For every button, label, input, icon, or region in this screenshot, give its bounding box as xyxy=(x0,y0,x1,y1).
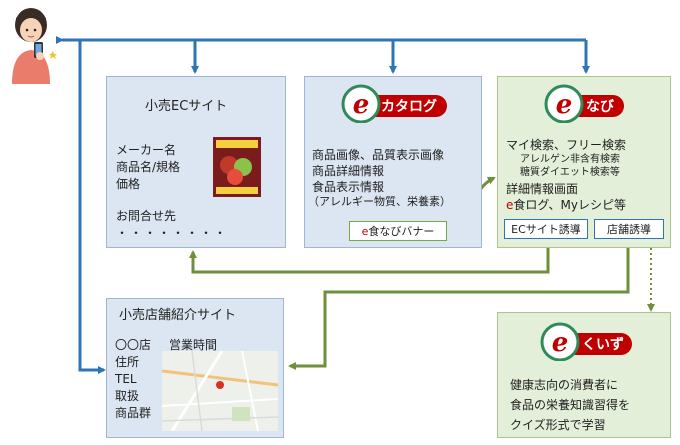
smartphone-user-icon xyxy=(12,8,57,84)
e-quiz-logo: e くいず xyxy=(540,322,632,361)
quiz-logo-text: くいず xyxy=(582,336,624,353)
ec-site-product: 商品名/規格 xyxy=(116,160,181,174)
store-site-title: 小売店舗紹介サイト xyxy=(119,308,237,323)
navi-detail-screen: 詳細情報画面 xyxy=(506,182,579,196)
catalog-logo-text: カタログ xyxy=(381,98,437,115)
store-map-image xyxy=(162,351,278,431)
store-address: 住所 xyxy=(115,355,140,369)
arrow-navi-to-store-site xyxy=(288,240,630,370)
ec-site-dots: ・・・・・・・・ xyxy=(116,226,229,240)
ec-site-maker: メーカー名 xyxy=(116,143,177,157)
catalog-line-allergy: （アレルギー物質、栄養素） xyxy=(308,195,451,208)
ec-site-title: 小売ECサイト xyxy=(145,99,228,114)
navi-diet-search: 糖質ダイエット検索等 xyxy=(520,167,620,178)
ec-site-box: 小売ECサイト メーカー名 商品名/規格 価格 お問合せ先 ・・・・・・・・ xyxy=(106,76,286,248)
navi-search: マイ検索、フリー検索 xyxy=(506,138,627,152)
quiz-line-2: 食品の栄養知識習得を xyxy=(510,398,631,412)
store-site-box: 小売店舗紹介サイト 〇〇店 営業時間 住所 TEL 取扱 商品群 xyxy=(106,298,284,438)
navi-box: e なび マイ検索、フリー検索 アレルゲン非含有検索 糖質ダイエット検索等 詳細… xyxy=(497,76,671,248)
navi-allergen-search: アレルゲン非含有検索 xyxy=(520,154,620,165)
e-catalog-logo: e カタログ xyxy=(341,84,447,123)
catalog-line-images: 商品画像、品質表示画像 xyxy=(312,148,445,162)
banner-label: 食なびバナー xyxy=(368,224,435,238)
store-name: 〇〇店 xyxy=(115,338,152,352)
catalog-box: e カタログ 商品画像、品質表示画像 商品詳細情報 食品表示情報 （アレルギー物… xyxy=(304,76,482,248)
store-handling: 取扱 xyxy=(115,389,140,403)
catalog-line-details: 商品詳細情報 xyxy=(312,164,385,178)
navi-food-log: e食ログ、Myレシピ等 xyxy=(506,199,626,211)
banner-e-prefix: e xyxy=(361,224,369,238)
ec-site-price: 価格 xyxy=(116,177,141,191)
ec-site-contact: お問合せ先 xyxy=(116,209,177,223)
svg-text:e: e xyxy=(552,328,569,358)
svg-text:e: e xyxy=(353,90,370,120)
store-tel: TEL xyxy=(115,372,137,386)
store-hours: 営業時間 xyxy=(169,338,218,352)
navi-logo-text: なび xyxy=(586,99,615,115)
product-package-image xyxy=(213,137,261,197)
arrow-to-store-site xyxy=(78,40,106,374)
quiz-box: e くいず 健康志向の消費者に 食品の栄養知識習得を クイズ形式で学習 xyxy=(497,312,671,438)
food-log-label: 食ログ、Myレシピ等 xyxy=(513,198,627,212)
quiz-line-1: 健康志向の消費者に xyxy=(510,378,619,392)
quiz-line-3: クイズ形式で学習 xyxy=(510,418,606,432)
food-log-e-prefix: e xyxy=(506,198,514,212)
store-guide-button[interactable]: 店舗誘導 xyxy=(594,219,664,239)
svg-text:e: e xyxy=(556,90,573,120)
ec-site-guide-button[interactable]: ECサイト誘導 xyxy=(504,219,588,239)
store-product-groups: 商品群 xyxy=(115,406,152,420)
catalog-line-labeling: 食品表示情報 xyxy=(312,180,385,194)
e-navi-logo: e なび xyxy=(544,84,624,123)
arrow-navi-to-ec-site xyxy=(189,240,550,274)
